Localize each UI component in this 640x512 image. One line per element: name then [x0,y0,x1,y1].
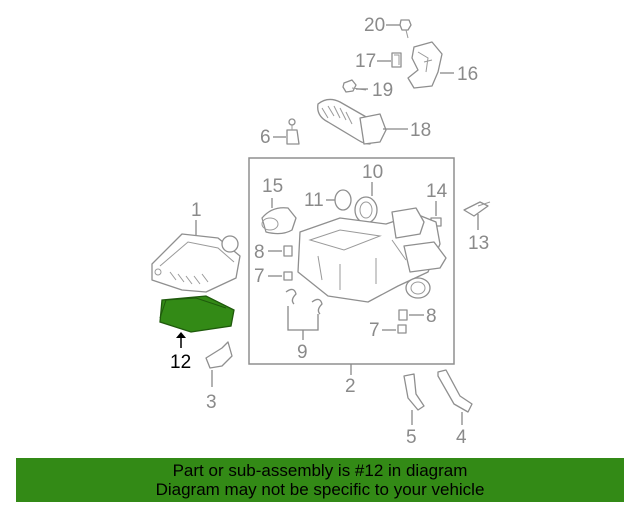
callout-8b[interactable]: 8 [426,306,437,327]
part-9-clips[interactable]: 9 [285,288,323,363]
part-18-intake-duct[interactable]: 18 [317,98,431,145]
part-5-guide[interactable]: 5 [403,373,425,448]
callout-13[interactable]: 13 [468,233,489,254]
part-7-bolt-lower[interactable]: 7 [369,320,407,341]
callout-7b[interactable]: 7 [369,320,380,341]
callout-18[interactable]: 18 [410,120,431,141]
callout-14[interactable]: 14 [426,181,448,202]
part-13-sensor[interactable]: 13 [463,201,491,254]
part-10-clamp[interactable]: 10 [354,162,383,224]
banner-line-1: Part or sub-assembly is #12 in diagram [172,461,468,480]
part-7-bolt-upper[interactable]: 7 [254,266,293,287]
part-8-grommet-lower[interactable]: 8 [398,306,437,327]
part-2-air-box-lower[interactable] [297,207,447,303]
callout-10[interactable]: 10 [362,162,383,183]
parts-diagram: 2 20 17 16 19 18 6 [151,15,491,448]
callout-11[interactable]: 11 [304,190,324,211]
callout-6[interactable]: 6 [260,127,271,148]
part-19-bolt[interactable]: 19 [342,79,393,101]
callout-15[interactable]: 15 [262,176,283,197]
callout-1[interactable]: 1 [191,200,202,221]
part-1-air-cleaner[interactable]: 1 [151,200,241,293]
part-8-grommet-upper[interactable]: 8 [254,242,293,263]
part-15-hose[interactable]: 15 [261,176,297,235]
part-3-bracket[interactable]: 3 [205,341,233,413]
callout-16[interactable]: 16 [457,64,478,85]
callout-5[interactable]: 5 [406,427,417,448]
callout-20[interactable]: 20 [364,15,385,36]
callout-17[interactable]: 17 [355,51,376,72]
callout-9[interactable]: 9 [297,342,308,363]
callout-2[interactable]: 2 [345,376,356,397]
banner-line-2: Diagram may not be specific to your vehi… [155,480,485,499]
callout-3[interactable]: 3 [206,392,217,413]
part-6-sensor[interactable]: 6 [260,118,300,148]
info-banner: Part or sub-assembly is #12 in diagram D… [16,458,624,502]
callout-4[interactable]: 4 [456,427,467,448]
part-12-air-filter[interactable]: 12 [159,295,235,373]
part-4-duct[interactable]: 4 [437,369,473,448]
callout-8a[interactable]: 8 [254,242,265,263]
callout-7a[interactable]: 7 [254,266,265,287]
callout-12[interactable]: 12 [170,352,191,373]
part-20-screw[interactable]: 20 [364,15,412,39]
callout-19[interactable]: 19 [372,80,393,101]
part-11-clamp[interactable]: 11 [304,189,352,211]
part-17-clip[interactable]: 17 [355,51,402,72]
part-16-bracket[interactable]: 16 [407,41,478,89]
